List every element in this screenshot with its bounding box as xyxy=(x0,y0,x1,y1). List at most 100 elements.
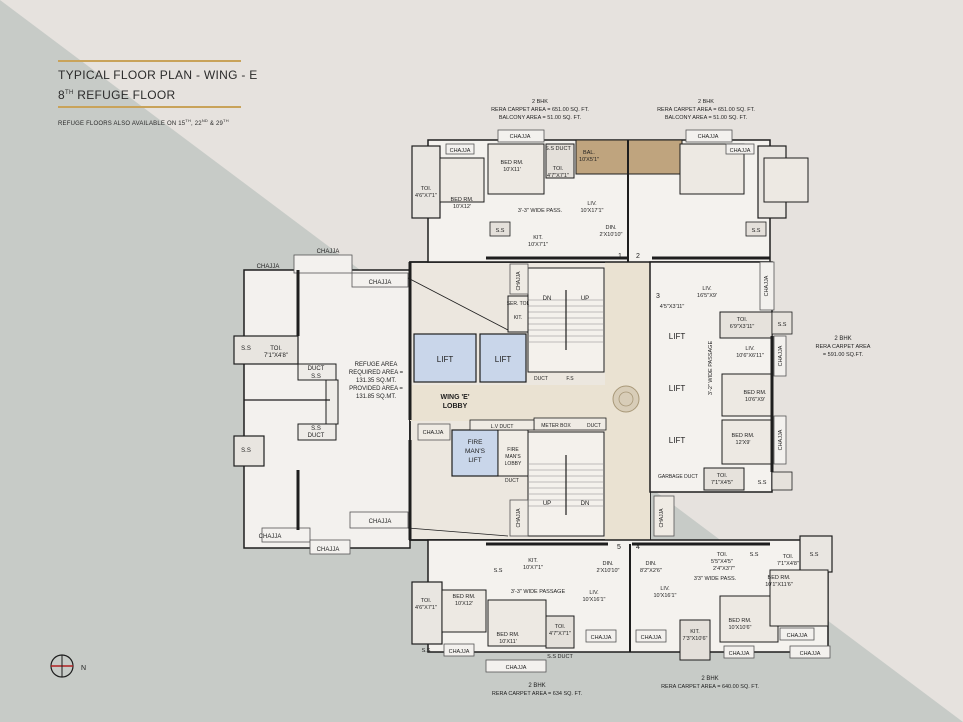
room-size: 10'X5'1" xyxy=(579,157,599,163)
flat-right xyxy=(649,261,793,493)
refuge-provided-label: PROVIDED AREA = xyxy=(349,386,403,392)
room-label: TOI. xyxy=(717,473,728,479)
ss-label: S.S xyxy=(810,552,819,558)
flat-number-4: 4 xyxy=(636,544,640,551)
chajja-label: CHAJJA xyxy=(510,134,531,140)
room-label: LIV. xyxy=(745,346,755,352)
room-size: 4'6"X7'1" xyxy=(415,193,437,199)
chajja-label: CHAJJA xyxy=(516,271,522,291)
passage-label: 3'-3" WIDE PASSAGE xyxy=(511,589,566,595)
room-label: TOI. xyxy=(717,552,728,558)
refuge-provided-value: 131.85 SQ.MT. xyxy=(356,394,396,400)
chajja-label: CHAJJA xyxy=(369,280,392,286)
room-size: 10'X7'1" xyxy=(528,242,548,248)
room-size: 10'6"X6'11" xyxy=(736,353,764,359)
ss-label: S.S xyxy=(311,426,321,432)
room-label: TOI. xyxy=(421,598,432,604)
flat-bottom xyxy=(411,535,833,673)
room-label: LIV. xyxy=(589,590,599,596)
meter-box-label: METER BOX xyxy=(541,423,571,429)
flat-number-5: 5 xyxy=(617,544,621,551)
room-label: TOI. xyxy=(421,186,432,192)
room-size: 10'X11' xyxy=(499,639,517,645)
duct-label: DUCT xyxy=(587,423,601,429)
room-label: BED RM. xyxy=(451,197,474,203)
unit-balcony-area: BALCONY AREA = 51.00 SQ. FT. xyxy=(499,115,582,121)
chajja-label: CHAJJA xyxy=(506,665,527,671)
room-size: 5'5"X4'5" xyxy=(711,559,733,565)
chajja-label: CHAJJA xyxy=(659,508,665,528)
lobby-label: WING 'E' xyxy=(441,394,470,401)
ss-label: S.S xyxy=(311,374,321,380)
note-text: REFUGE FLOORS ALSO AVAILABLE ON 15 xyxy=(58,121,186,127)
room-size: 10'6"X9' xyxy=(745,397,765,403)
passage-label: 3'3" WIDE PASS. xyxy=(694,576,737,582)
note-sup: TH xyxy=(185,118,192,123)
duct-label: DUCT xyxy=(308,433,325,439)
chajja-label: CHAJJA xyxy=(729,651,750,657)
flat-number-3: 3 xyxy=(656,293,660,300)
fireman-lobby-label: LOBBY xyxy=(505,461,522,467)
refuge-toilet-size: 7'1"X4'8" xyxy=(264,353,288,359)
stair-up-label: UP xyxy=(543,501,551,507)
fs-label: F.S xyxy=(566,376,574,382)
fireman-lift-label: MAN'S xyxy=(465,448,486,455)
duct-label: DUCT xyxy=(534,376,548,382)
room-label: KIT. xyxy=(528,558,538,564)
chajja-label: CHAJJA xyxy=(641,635,662,641)
chajja-label: CHAJJA xyxy=(800,651,821,657)
ss-label: S.S xyxy=(241,346,251,352)
chajja-label: CHAJJA xyxy=(369,519,392,525)
chajja-label: CHAJJA xyxy=(730,148,751,154)
unit-carpet-area-value: = 591.00 SQ.FT. xyxy=(823,352,864,358)
chajja-label: CHAJJA xyxy=(787,633,808,639)
fireman-lift-label: FIRE xyxy=(468,439,483,446)
floor-label: REFUGE FLOOR xyxy=(73,88,176,102)
room-label: LIV. xyxy=(660,586,670,592)
chajja-label: CHAJJA xyxy=(591,635,612,641)
ss-label: S.S xyxy=(241,448,251,454)
chajja-label: CHAJJA xyxy=(778,429,784,450)
refuge-required-label: REQUIRED AREA = xyxy=(349,370,404,376)
service-toilet-label: SER. TOI. xyxy=(507,301,530,307)
room-size: 7'3"X10'6" xyxy=(683,636,708,642)
room-size: 10'X16'1" xyxy=(582,597,605,603)
room-label: TOI. xyxy=(555,624,566,630)
chajja-label: CHAJJA xyxy=(317,249,340,255)
flat-number-1: 1 xyxy=(618,253,622,260)
room-label: BED RM. xyxy=(501,160,524,166)
room-size: 16'5"X9' xyxy=(697,293,717,299)
room-label: LIV. xyxy=(587,201,597,207)
refuge-floor-note: REFUGE FLOORS ALSO AVAILABLE ON 15TH, 22… xyxy=(58,118,229,127)
flat-number-2: 2 xyxy=(636,253,640,260)
ss-label: S.S xyxy=(496,228,505,234)
room-size: 2'X10'10" xyxy=(596,568,619,574)
room-label: BAL. xyxy=(583,150,595,156)
floor-suffix: TH xyxy=(64,90,74,96)
stair-up-label: UP xyxy=(581,296,589,302)
room-label: DIN. xyxy=(606,225,617,231)
chajja-label: CHAJJA xyxy=(423,430,444,436)
room-label: TOI. xyxy=(553,166,564,172)
unit-type: 2 BHK xyxy=(834,336,851,342)
room-size: 4'6"X7'1" xyxy=(415,605,437,611)
room-label: BED RM. xyxy=(453,594,476,600)
fireman-lobby-label: FIRE xyxy=(507,447,519,453)
unit-type: 2 BHK xyxy=(532,99,548,105)
lv-duct-label: L.V DUCT xyxy=(491,424,514,430)
room-label: BED RM. xyxy=(732,433,755,439)
room-label: TOI. xyxy=(783,554,794,560)
room-size: 7'1"X4'5" xyxy=(711,480,733,486)
room-size: 4'7"X7'1" xyxy=(547,173,569,179)
room-size: 4'7"X7'1" xyxy=(549,631,571,637)
note-sup: TH xyxy=(223,118,229,123)
room-label: BED RM. xyxy=(744,390,767,396)
room-label: DIN. xyxy=(646,561,657,567)
unit-carpet-area: RERA CARPET AREA = 634 SQ. FT. xyxy=(492,691,583,697)
plan-title: TYPICAL FLOOR PLAN - WING - E xyxy=(58,68,258,82)
room-size: 10'X11' xyxy=(503,167,521,173)
fireman-lobby-label: MAN'S xyxy=(505,454,521,460)
ss-label: S.S xyxy=(778,322,787,328)
